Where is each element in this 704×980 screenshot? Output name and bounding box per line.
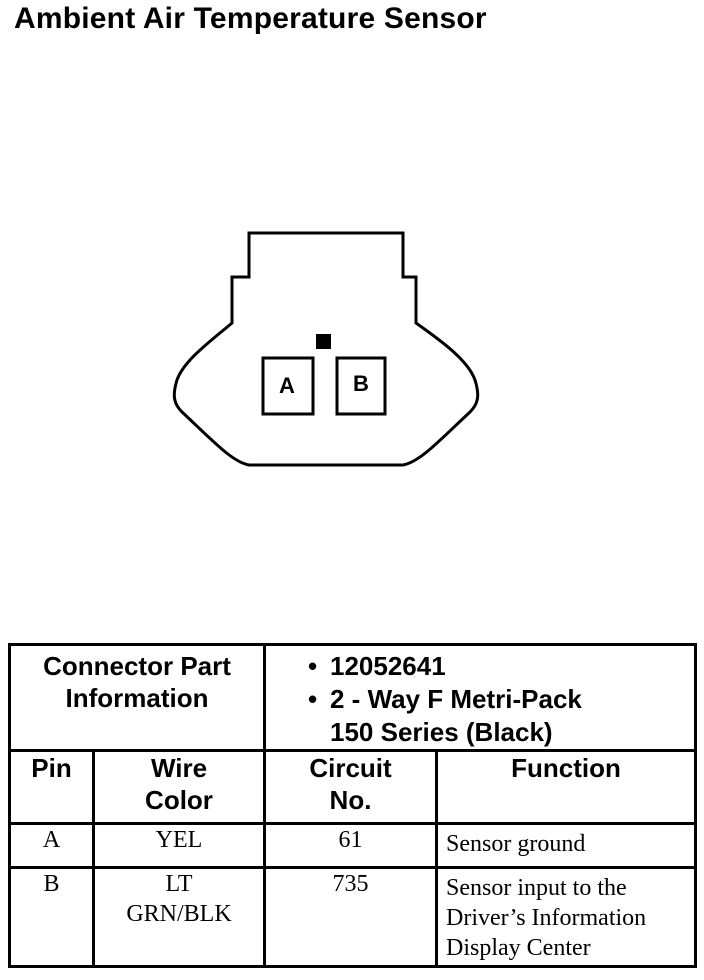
column-header-wire-color-line2: Color bbox=[145, 785, 213, 815]
table-row: B LT GRN/BLK 735 Sensor input to the Dri… bbox=[8, 866, 698, 968]
cell-wire-color-line2: GRN/BLK bbox=[126, 901, 232, 927]
cell-function-line1: Sensor ground bbox=[446, 831, 586, 857]
bullet-icon: • bbox=[308, 684, 318, 714]
column-header-wire-color: Wire Color bbox=[92, 749, 266, 825]
column-header-circuit-line2: No. bbox=[329, 785, 372, 815]
part-number: 12052641 bbox=[330, 651, 446, 681]
polarity-key-mark bbox=[316, 334, 331, 349]
cell-function-line2: Driver’s Information bbox=[446, 905, 647, 931]
cell-pin: B bbox=[8, 866, 95, 968]
cell-function: Sensor input to the Driver’s Information… bbox=[434, 866, 698, 968]
cell-function-line3: Display Center bbox=[446, 935, 591, 961]
part-info-label-line1: Connector Part bbox=[43, 651, 231, 681]
cell-wire-color: LT GRN/BLK bbox=[92, 866, 266, 968]
column-header-wire-color-line1: Wire bbox=[150, 753, 208, 783]
cell-pin: A bbox=[8, 822, 95, 869]
table-row: A YEL 61 Sensor ground bbox=[8, 822, 698, 869]
cell-circuit: 61 bbox=[263, 822, 438, 869]
part-description-line2: 150 Series (Black) bbox=[330, 717, 553, 747]
cell-function: Sensor ground bbox=[434, 822, 698, 869]
pin-label-b: B bbox=[353, 371, 369, 396]
column-header-circuit: Circuit No. bbox=[263, 749, 438, 825]
connector-outline bbox=[172, 231, 480, 467]
cell-function-line1: Sensor input to the bbox=[446, 875, 627, 901]
cell-circuit: 735 bbox=[263, 866, 438, 968]
column-header-pin: Pin bbox=[8, 749, 95, 825]
part-info-label-line2: Information bbox=[65, 683, 209, 713]
bullet-icon: • bbox=[308, 651, 318, 681]
column-header-pin-label: Pin bbox=[31, 753, 72, 783]
part-info-label-cell: Connector Part Information bbox=[8, 643, 266, 752]
connector-diagram: A B bbox=[172, 231, 480, 467]
column-header-function-label: Function bbox=[511, 753, 621, 783]
column-header-row: Pin Wire Color Circuit No. Function bbox=[8, 749, 698, 825]
cell-wire-color-line1: LT bbox=[165, 871, 193, 897]
column-header-circuit-line1: Circuit bbox=[309, 753, 392, 783]
column-header-function: Function bbox=[434, 749, 698, 825]
connector-info-table: Connector Part Information • 12052641 • 2 … bbox=[8, 643, 698, 968]
cell-wire-color-line1: YEL bbox=[155, 827, 203, 853]
pin-label-a: A bbox=[279, 373, 295, 398]
pin-cavity-a bbox=[261, 356, 315, 416]
part-info-row: Connector Part Information • 12052641 • 2 … bbox=[8, 643, 698, 752]
pin-cavity-b bbox=[335, 356, 387, 416]
cell-wire-color: YEL bbox=[92, 822, 266, 869]
part-number-item: • 12052641 bbox=[308, 650, 694, 683]
page-title: Ambient Air Temperature Sensor bbox=[14, 2, 487, 35]
part-description-line1: 2 - Way F Metri-Pack bbox=[330, 684, 582, 714]
